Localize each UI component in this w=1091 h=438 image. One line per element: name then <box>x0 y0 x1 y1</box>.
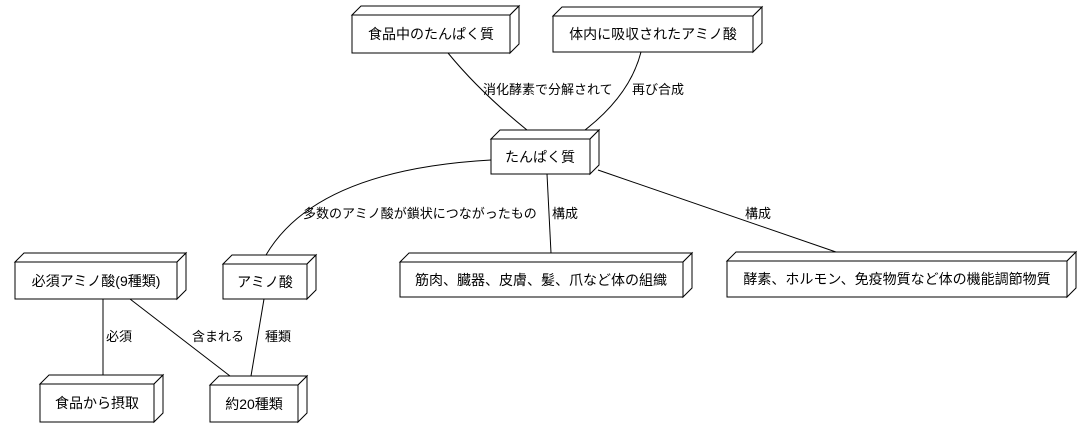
edge-label-compose-regulators: 構成 <box>745 206 771 221</box>
node-box-top <box>38 374 165 385</box>
node-box-top <box>13 252 188 263</box>
node-box-top <box>725 251 1078 262</box>
node-label-food-protein: 食品中のたんぱく質 <box>368 26 494 42</box>
edge-label-chain: 多数のアミノ酸が鎖状につながったもの <box>303 206 537 221</box>
node-label-protein: たんぱく質 <box>505 149 575 165</box>
edge-label-resynthesis: 再び合成 <box>632 82 684 97</box>
edge-label-digestion: 消化酵素で分解されて <box>483 82 613 97</box>
node-label-body-tissues: 筋肉、臓器、皮膚、髪、爪など体の組織 <box>415 272 667 288</box>
node-absorbed-amino-acid: 体内に吸収されたアミノ酸 <box>551 5 764 54</box>
edge-label-essential: 必須 <box>106 329 132 344</box>
node-function-regulators: 酵素、ホルモン、免疫物質など体の機能調節物質 <box>725 250 1078 299</box>
node-box-front <box>552 15 754 53</box>
edge-amino-to-20kinds <box>250 298 265 377</box>
node-box-top <box>489 129 601 140</box>
edge-food-protein-to-protein <box>447 52 528 131</box>
node-box-front <box>351 14 511 54</box>
node-box-top <box>208 375 309 386</box>
node-box-front <box>399 261 684 298</box>
node-box-front <box>726 260 1068 298</box>
node-box-front <box>490 138 591 175</box>
edge-label-compose-tissues: 構成 <box>552 206 578 221</box>
node-label-absorbed-amino-acid: 体内に吸収されたアミノ酸 <box>569 26 737 42</box>
node-label-essential-amino-acid: 必須アミノ酸(9種類) <box>32 273 161 289</box>
node-label-intake-from-food: 食品から摂取 <box>55 395 139 411</box>
edge-protein-to-body-tissues <box>546 173 552 254</box>
node-box-front <box>222 263 308 300</box>
node-amino-acid: アミノ酸 <box>221 253 318 301</box>
edge-absorbed-amino-to-protein <box>584 51 642 131</box>
node-box-front <box>39 383 155 423</box>
node-label-function-regulators: 酵素、ホルモン、免疫物質など体の機能調節物質 <box>743 271 1050 287</box>
node-box-side <box>509 4 520 55</box>
edge-label-contained: 含まれる <box>192 329 244 344</box>
node-box-top <box>221 254 318 265</box>
edge-protein-to-amino-acid <box>265 159 492 256</box>
node-food-protein: 食品中のたんぱく質 <box>350 4 521 55</box>
node-box-front <box>14 261 178 300</box>
edge-protein-to-function-regulators <box>597 169 837 253</box>
node-box-top <box>551 6 764 17</box>
node-label-about-20-kinds: 約20種類 <box>225 396 283 412</box>
node-label-amino-acid: アミノ酸 <box>237 274 293 290</box>
node-protein: たんぱく質 <box>489 128 601 176</box>
edge-label-kinds: 種類 <box>265 329 291 344</box>
node-intake-from-food: 食品から摂取 <box>38 373 165 424</box>
edge-essential-to-20kinds <box>129 298 231 377</box>
node-box-side <box>153 373 164 424</box>
node-about-20-kinds: 約20種類 <box>208 374 309 424</box>
node-box-front <box>209 384 299 423</box>
node-essential-amino-acid: 必須アミノ酸(9種類) <box>13 251 188 301</box>
node-body-tissues: 筋肉、臓器、皮膚、髪、爪など体の組織 <box>398 251 694 299</box>
node-box-top <box>350 5 521 16</box>
node-box-top <box>398 252 694 263</box>
